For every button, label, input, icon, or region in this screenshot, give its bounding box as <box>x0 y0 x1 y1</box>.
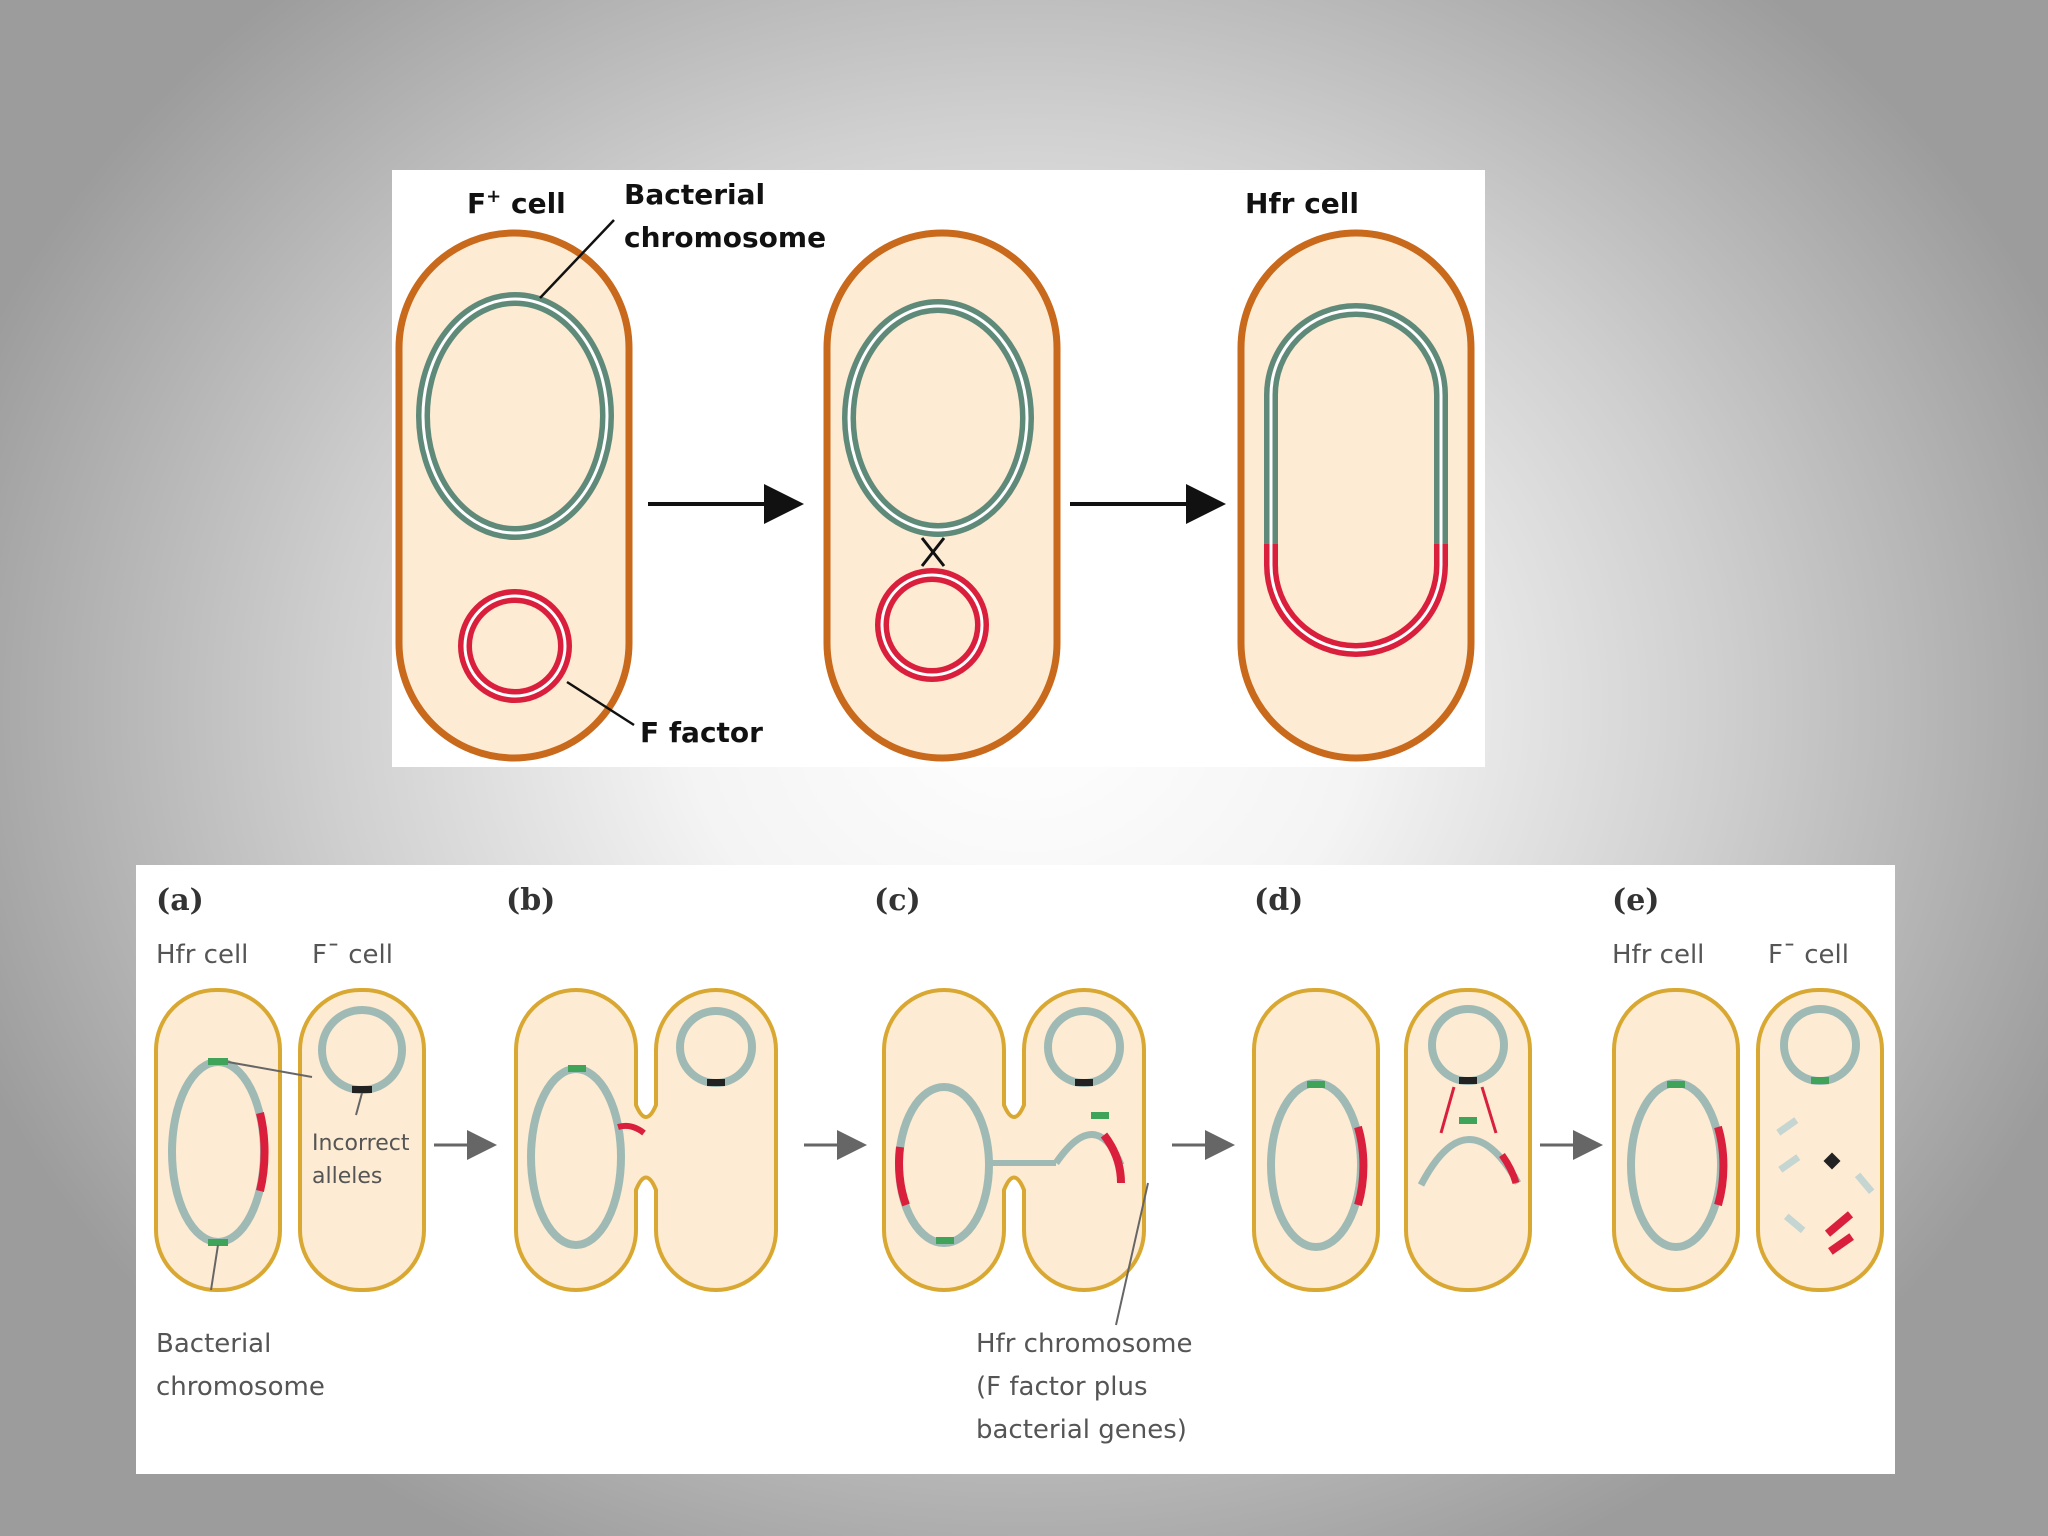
degraded-dna-fragment <box>1784 1213 1806 1234</box>
degraded-dna-fragment <box>1776 1117 1799 1136</box>
f-factor-leader <box>566 680 635 727</box>
f-factor-segment <box>1714 1125 1728 1207</box>
bacterial-chromosome-label-line1: Bacterial <box>624 178 765 211</box>
crossover-line <box>920 537 946 567</box>
step-b-mating-pair <box>514 988 778 1292</box>
bacterial-chromosome-label-line2: chromosome <box>624 221 826 254</box>
f-factor-segment <box>895 1146 910 1207</box>
incorrect-allele-marker <box>208 1058 228 1065</box>
f-factor-segment <box>256 1112 269 1192</box>
hfr-chromosome-label-line2: (F factor plus <box>976 1372 1148 1402</box>
fminus-cell-label-e: F¯ cell <box>1768 940 1849 970</box>
f-factor-label: F factor <box>640 716 763 749</box>
fplus-cell <box>395 229 633 762</box>
hfr-cell <box>1237 229 1475 762</box>
transferring-f-factor <box>617 1122 646 1136</box>
degraded-f-factor-fragment <box>1828 1233 1854 1255</box>
hfr-cell-label-e: Hfr cell <box>1612 940 1704 970</box>
fminus-cell-membrane <box>298 988 426 1292</box>
allele-marker <box>1091 1112 1109 1119</box>
top-diagram-panel: F+ cell Bacterial chromosome F factor Hf… <box>392 170 1485 767</box>
degraded-f-factor-fragment <box>1824 1211 1854 1237</box>
hfr-cell-membrane <box>1612 988 1740 1292</box>
hfr-chromosome-label-line3: bacterial genes) <box>976 1415 1187 1445</box>
incorrect-alleles-label-line2: alleles <box>312 1164 382 1189</box>
step-e-hfr-cell <box>1612 988 1740 1292</box>
allele-marker <box>1459 1077 1477 1084</box>
allele-marker <box>1811 1077 1829 1084</box>
bacterial-chromosome-label-line1: Bacterial <box>156 1329 271 1359</box>
allele-marker <box>208 1239 228 1246</box>
step-label-a: (a) <box>156 883 204 918</box>
allele-marker <box>352 1086 372 1093</box>
step-c-mating-pair <box>882 988 1146 1292</box>
allele-marker <box>568 1065 586 1072</box>
f-factor-segment <box>1354 1125 1368 1207</box>
allele-marker <box>1667 1081 1685 1088</box>
transferred-f-factor <box>1100 1132 1125 1184</box>
hfr-chromosome-label-line1: Hfr chromosome <box>976 1329 1192 1359</box>
bottom-diagram-panel: (a) (b) (c) (d) (e) Hfr cell F¯ cell Inc… <box>136 865 1895 1474</box>
step-a-fminus-cell <box>298 988 426 1292</box>
allele-marker <box>1075 1079 1093 1086</box>
bacterial-chromosome-label-line2: chromosome <box>156 1372 325 1402</box>
allele-marker <box>936 1237 954 1244</box>
step-label-e: (e) <box>1612 883 1659 918</box>
top-diagram-svg: F+ cell Bacterial chromosome F factor Hf… <box>395 178 1475 762</box>
step-d-fminus-cell <box>1404 988 1532 1292</box>
fminus-cell-membrane <box>1756 988 1884 1292</box>
step-label-d: (d) <box>1254 883 1303 918</box>
allele-marker <box>707 1079 725 1086</box>
allele-marker <box>1307 1081 1325 1088</box>
incorrect-alleles-label-line1: Incorrect <box>312 1131 410 1156</box>
crossover-line <box>1439 1086 1456 1134</box>
step-e-fminus-cell <box>1756 988 1884 1292</box>
donor-f-factor-fragment <box>1499 1152 1520 1185</box>
fplus-cell-label: F+ cell <box>467 186 566 220</box>
degraded-dna-fragment <box>1778 1154 1801 1173</box>
bottom-diagram-svg: (a) (b) (c) (d) (e) Hfr cell F¯ cell Inc… <box>154 883 1884 1445</box>
hfr-cell-label-a: Hfr cell <box>156 940 248 970</box>
fplus-cell-membrane <box>395 229 633 762</box>
hfr-cell-membrane <box>1252 988 1380 1292</box>
allele-marker <box>1459 1117 1477 1124</box>
conjugating-cells-membrane <box>514 988 778 1292</box>
bacterial-chromosome-leader <box>539 219 615 299</box>
step-label-c: (c) <box>874 883 921 918</box>
hfr-cell-label: Hfr cell <box>1245 187 1359 220</box>
degraded-dna-fragment <box>1854 1172 1875 1194</box>
step-label-b: (b) <box>506 883 555 918</box>
integrating-cell <box>823 229 1061 762</box>
crossover-line <box>1480 1086 1498 1134</box>
fminus-cell-label-a: F¯ cell <box>312 940 393 970</box>
conjugating-cells-membrane <box>882 988 1146 1292</box>
step-d-hfr-cell <box>1252 988 1380 1292</box>
